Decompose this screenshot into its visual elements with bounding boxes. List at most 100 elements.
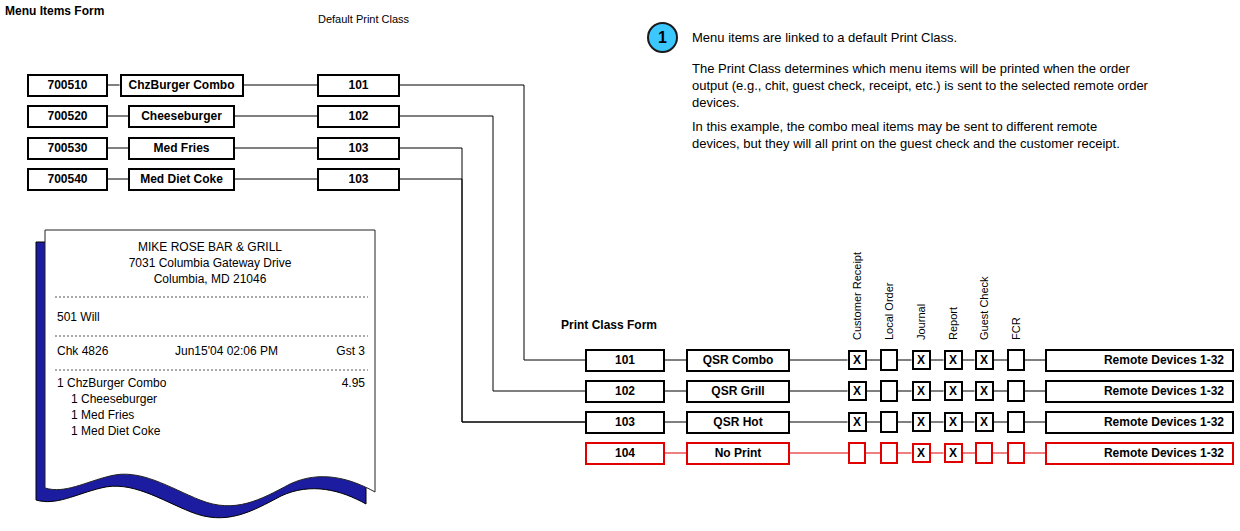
box-label: Cheeseburger bbox=[141, 109, 222, 123]
box-label: 700530 bbox=[47, 141, 87, 155]
item-number-box: 700540 bbox=[27, 168, 108, 191]
box-label: ChzBurger Combo bbox=[129, 78, 235, 92]
connector-line bbox=[931, 453, 944, 454]
output-check-box: X bbox=[848, 350, 867, 370]
output-column-heading: FCR bbox=[1010, 317, 1022, 340]
item-name-box: ChzBurger Combo bbox=[120, 74, 244, 97]
box-label: Remote Devices 1-32 bbox=[1104, 384, 1224, 398]
output-check-box: X bbox=[944, 412, 963, 432]
box-label: QSR Hot bbox=[713, 415, 762, 429]
empty-check-box bbox=[881, 412, 897, 432]
print-class-number-box: 102 bbox=[585, 380, 665, 403]
print-class-number-box: 101 bbox=[585, 349, 665, 372]
receipt-line: 7031 Columbia Gateway Drive bbox=[45, 256, 375, 270]
print-class-name-box: QSR Grill bbox=[686, 380, 790, 403]
output-check-box: X bbox=[975, 381, 994, 401]
empty-check-box bbox=[1008, 381, 1024, 401]
check-mark: X bbox=[917, 384, 925, 398]
connector-line bbox=[963, 422, 975, 423]
check-mark: X bbox=[949, 353, 957, 367]
box-label: 101 bbox=[615, 353, 635, 367]
receipt-line: Jun15'04 02:06 PM bbox=[175, 344, 278, 358]
check-mark: X bbox=[853, 384, 861, 398]
check-mark: X bbox=[949, 415, 957, 429]
connector-line bbox=[235, 116, 317, 117]
check-mark: X bbox=[853, 415, 861, 429]
note-text: The Print Class determines which menu it… bbox=[692, 60, 1154, 111]
receipt-line: Columbia, MD 21046 bbox=[45, 272, 375, 286]
output-column-heading: Customer Receipt bbox=[851, 252, 863, 340]
column-heading: Default Print Class bbox=[318, 13, 409, 25]
output-column-heading: Journal bbox=[915, 304, 927, 340]
print-class-box: 103 bbox=[317, 137, 400, 160]
note-text: In this example, the combo meal items ma… bbox=[692, 118, 1120, 152]
connector-line bbox=[963, 360, 975, 361]
receipt: MIKE ROSE BAR & GRILL7031 Columbia Gatew… bbox=[45, 230, 375, 480]
output-check-box: X bbox=[848, 412, 867, 432]
print-class-name-box: QSR Combo bbox=[686, 349, 790, 372]
item-number-box: 700520 bbox=[27, 105, 108, 128]
form-heading: Menu Items Form bbox=[5, 4, 104, 18]
box-label: Med Fries bbox=[153, 141, 209, 155]
connector-line bbox=[790, 360, 848, 361]
box-label: 103 bbox=[348, 172, 368, 186]
check-mark: X bbox=[980, 353, 988, 367]
box-label: Remote Devices 1-32 bbox=[1104, 353, 1224, 367]
remote-devices-box: Remote Devices 1-32 bbox=[1045, 411, 1234, 434]
connector-line bbox=[790, 422, 848, 423]
check-mark: X bbox=[917, 446, 925, 460]
connector-line bbox=[244, 85, 318, 86]
print-class-box: 103 bbox=[317, 168, 400, 191]
box-label: Remote Devices 1-32 bbox=[1104, 415, 1224, 429]
receipt-line: 1 Cheeseburger bbox=[71, 392, 157, 406]
connector-line bbox=[400, 116, 585, 391]
note-text: Menu items are linked to a default Print… bbox=[692, 29, 1212, 46]
receipt-line: 1 ChzBurger Combo bbox=[57, 376, 166, 390]
remote-devices-box: Remote Devices 1-32 bbox=[1045, 380, 1234, 403]
empty-check-box bbox=[976, 443, 992, 463]
output-check-box: X bbox=[912, 443, 931, 463]
print-class-number-box: 104 bbox=[585, 442, 665, 465]
receipt-line: 1 Med Diet Coke bbox=[71, 424, 160, 438]
print-class-name-box: No Print bbox=[686, 442, 790, 465]
box-label: 102 bbox=[348, 109, 368, 123]
box-label: 103 bbox=[615, 415, 635, 429]
output-check-box: X bbox=[975, 350, 994, 370]
empty-check-box bbox=[881, 381, 897, 401]
receipt-line: 501 Will bbox=[57, 310, 100, 324]
receipt-line: Chk 4826 bbox=[57, 344, 108, 358]
receipt-line: 4.95 bbox=[342, 376, 365, 390]
connector-line bbox=[108, 85, 120, 86]
check-mark: X bbox=[949, 446, 957, 460]
item-number-box: 700530 bbox=[27, 137, 108, 160]
connector-line bbox=[665, 360, 686, 361]
item-name-box: Med Diet Coke bbox=[128, 168, 235, 191]
check-mark: X bbox=[917, 415, 925, 429]
check-mark: X bbox=[917, 353, 925, 367]
output-check-box: X bbox=[944, 350, 963, 370]
connector-line bbox=[108, 179, 128, 180]
check-mark: X bbox=[980, 415, 988, 429]
box-label: Med Diet Coke bbox=[140, 172, 223, 186]
print-class-box: 102 bbox=[317, 105, 400, 128]
connector-line bbox=[108, 148, 128, 149]
output-check-box: X bbox=[912, 381, 931, 401]
item-number-box: 700510 bbox=[27, 74, 108, 97]
receipt-line: 1 Med Fries bbox=[71, 408, 134, 422]
box-label: Remote Devices 1-32 bbox=[1104, 446, 1224, 460]
print-class-number-box: 103 bbox=[585, 411, 665, 434]
box-label: 103 bbox=[348, 141, 368, 155]
receipt-divider bbox=[55, 297, 368, 298]
empty-check-box bbox=[881, 350, 897, 370]
empty-check-box bbox=[1008, 443, 1024, 463]
check-mark: X bbox=[980, 384, 988, 398]
connector-line bbox=[931, 391, 944, 392]
connector-line bbox=[931, 422, 944, 423]
empty-check-box bbox=[881, 443, 897, 463]
remote-devices-box: Remote Devices 1-32 bbox=[1045, 349, 1234, 372]
connector-line bbox=[235, 179, 317, 180]
connector-line bbox=[931, 360, 944, 361]
output-column-heading: Local Order bbox=[883, 283, 895, 340]
receipt-paper bbox=[45, 230, 375, 506]
